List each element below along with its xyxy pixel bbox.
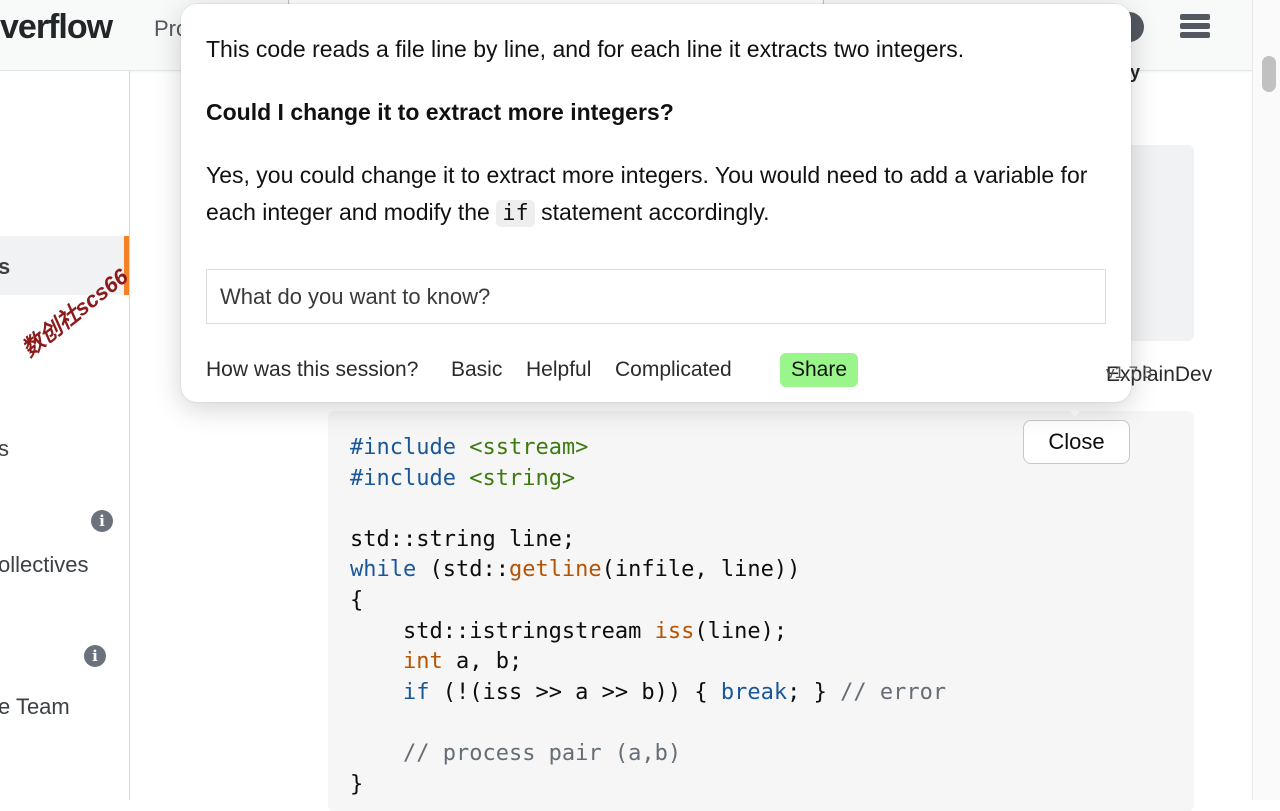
share-button[interactable]: Share — [780, 353, 859, 387]
question-input[interactable] — [206, 269, 1106, 324]
code-token: (line); — [694, 618, 788, 644]
rating-helpful-button[interactable]: Helpful — [526, 358, 592, 381]
side-panel — [1126, 145, 1194, 341]
brand-name: ExplainDev — [1106, 363, 1213, 386]
sidebar-item-active-label[interactable]: s — [0, 254, 11, 279]
answer-part: Yes, you could change it to extract more… — [206, 162, 1088, 225]
code-token: // process pair (a,b) — [402, 740, 682, 766]
code-token — [350, 680, 403, 705]
code-token: a, b; — [442, 649, 523, 675]
code-token: (infile, line)) — [601, 557, 801, 583]
code-token: } — [350, 771, 364, 797]
close-button[interactable]: Close — [1023, 420, 1130, 464]
left-sidebar — [0, 71, 130, 800]
answer-part: statement accordingly. — [541, 199, 770, 225]
code-token: #include — [350, 435, 456, 460]
code-token: break — [720, 679, 788, 705]
scrollbar-track[interactable] — [1252, 0, 1280, 800]
sidebar-item-team[interactable]: e Team — [0, 694, 70, 719]
scrollbar-thumb[interactable] — [1262, 56, 1276, 92]
code-token: std::istringstream — [350, 618, 655, 644]
feedback-prompt: How was this session? — [206, 358, 419, 381]
code-block — [328, 411, 1194, 811]
code-token: #include — [350, 465, 456, 491]
code-snippet: #include <sstream> #include <string> std… — [350, 433, 946, 800]
code-token: while — [350, 557, 417, 583]
sidebar-item-label[interactable]: s — [0, 436, 9, 461]
inbox-icon[interactable] — [1180, 12, 1212, 44]
explain-popup: This code reads a file line by line, and… — [181, 4, 1212, 402]
feedback-footer: How was this session? Basic Helpful Comp… — [206, 353, 1212, 387]
code-token: std::string line; — [350, 526, 576, 552]
code-token: ; } — [787, 679, 841, 705]
user-menu-fragment[interactable]: y — [1130, 62, 1141, 82]
code-token — [350, 649, 403, 674]
site-logo[interactable]: verflow — [0, 8, 113, 46]
code-token: <string> — [469, 465, 576, 491]
sidebar-item-active[interactable] — [0, 236, 129, 295]
user-question: Could I change it to extract more intege… — [206, 99, 674, 125]
code-token: (std:: — [416, 557, 509, 583]
info-icon[interactable]: i — [91, 510, 113, 532]
answer-text: Yes, you could change it to extract more… — [206, 157, 1106, 232]
code-token: getline — [508, 557, 602, 583]
code-token: (!(iss >> a >> b)) { — [429, 679, 721, 705]
rating-basic-button[interactable]: Basic — [451, 358, 503, 381]
inline-code: if — [496, 200, 535, 227]
sidebar-item-collectives[interactable]: ollectives — [0, 552, 89, 577]
code-token: iss — [654, 618, 695, 644]
code-token: int — [402, 649, 443, 675]
answer-intro: This code reads a file line by line, and… — [206, 36, 965, 62]
rating-complicated-button[interactable]: Complicated — [615, 358, 732, 381]
code-token — [350, 741, 403, 766]
code-token: if — [402, 679, 430, 705]
code-token: { — [350, 587, 364, 613]
version-label: v1.7.3 — [1106, 363, 1153, 382]
code-token: <sstream> — [469, 435, 589, 460]
code-token: // error — [840, 679, 947, 705]
info-icon[interactable]: i — [84, 645, 106, 667]
